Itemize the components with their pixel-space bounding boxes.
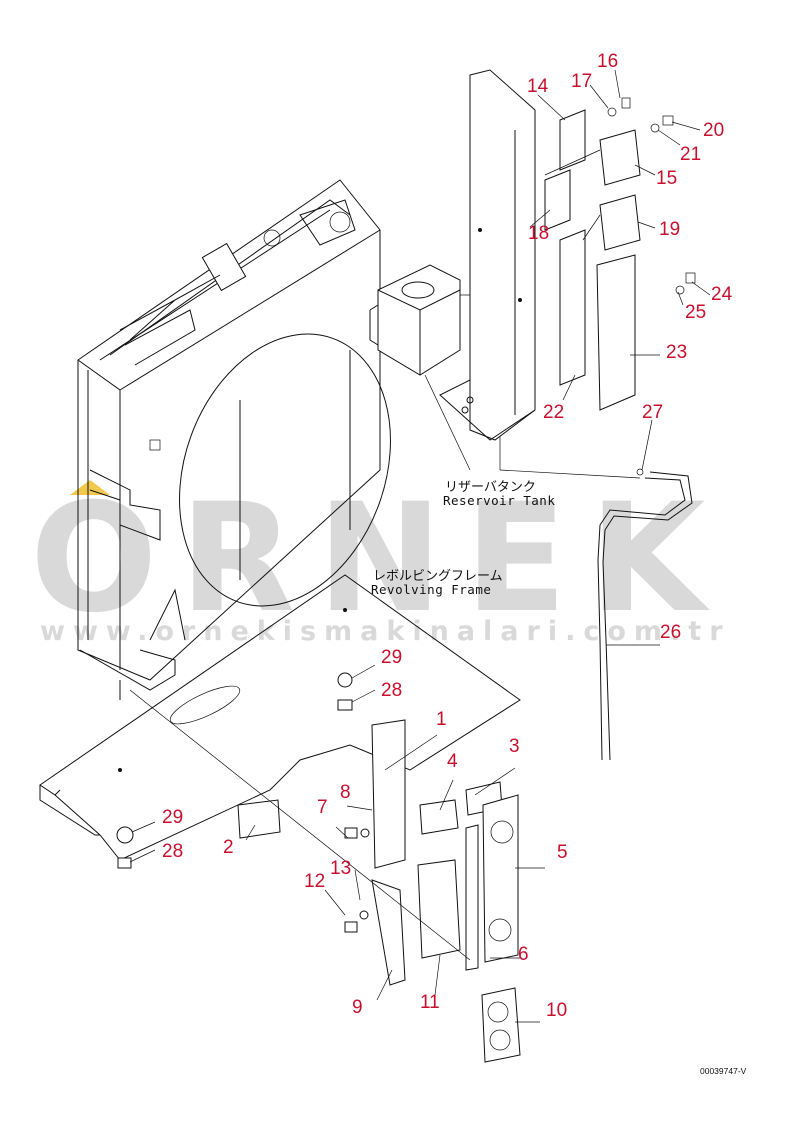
callout-20: 20	[703, 120, 724, 141]
callout-29-upper: 29	[381, 647, 402, 668]
leader-lines	[129, 69, 711, 1023]
reservoir-tank-label-en: Reservoir Tank	[443, 493, 555, 508]
callout-18: 18	[528, 223, 549, 244]
callout-22: 22	[543, 402, 564, 423]
callout-28-upper: 28	[381, 680, 402, 701]
callout-numbers: 1 2 3 4 5 6 7 8 9 10 11 12 13 14 15 16 1…	[162, 51, 733, 1021]
callout-28-lower: 28	[162, 841, 183, 862]
watermark-url: www.ornekismakinalari.com.tr	[40, 616, 731, 647]
callout-8: 8	[340, 782, 351, 803]
callout-3: 3	[509, 736, 520, 757]
callout-29-lower: 29	[162, 807, 183, 828]
watermark-logo-mark	[70, 480, 110, 495]
callout-1: 1	[436, 709, 447, 730]
callout-27: 27	[642, 402, 663, 423]
callout-2: 2	[223, 837, 234, 858]
callout-25: 25	[685, 302, 706, 323]
callout-23: 23	[666, 342, 687, 363]
upper-right-parts-drawing	[544, 97, 696, 411]
callout-11: 11	[420, 992, 440, 1013]
callout-15: 15	[656, 168, 677, 189]
reservoir-tank-label-jp: リザーバタンク	[445, 480, 536, 495]
callout-14: 14	[527, 76, 549, 97]
callout-17: 17	[571, 71, 592, 92]
radiator-assembly-drawing	[77, 179, 391, 700]
callout-10: 10	[546, 1000, 567, 1021]
revolving-frame-drawing	[39, 574, 521, 861]
callout-5: 5	[557, 842, 568, 863]
callout-24: 24	[711, 284, 733, 305]
callout-12: 12	[304, 871, 325, 892]
hose-drawing	[597, 468, 693, 761]
tank-bracket-drawing	[439, 69, 536, 441]
callout-9: 9	[352, 997, 363, 1018]
callout-4: 4	[447, 751, 458, 772]
watermark: ORNEK www.ornekismakinalari.com.tr	[30, 472, 731, 647]
revolving-frame-label-en: Revolving Frame	[371, 582, 491, 597]
reservoir-tank-drawing	[369, 264, 641, 479]
part-labels: リザーバタンク Reservoir Tank レボルビングフレーム Revolv…	[371, 480, 747, 1076]
callout-6: 6	[518, 944, 529, 965]
watermark-brand: ORNEK	[30, 472, 727, 646]
callout-13: 13	[330, 858, 351, 879]
callout-7: 7	[317, 797, 328, 818]
lower-parts-drawing	[116, 672, 521, 1063]
revolving-frame-label-jp: レボルビングフレーム	[373, 569, 503, 584]
callout-19: 19	[659, 219, 680, 240]
drawing-code: 00039747-V	[700, 1066, 747, 1076]
callout-21: 21	[680, 144, 701, 165]
callout-16: 16	[597, 51, 618, 72]
callout-26: 26	[660, 622, 681, 643]
